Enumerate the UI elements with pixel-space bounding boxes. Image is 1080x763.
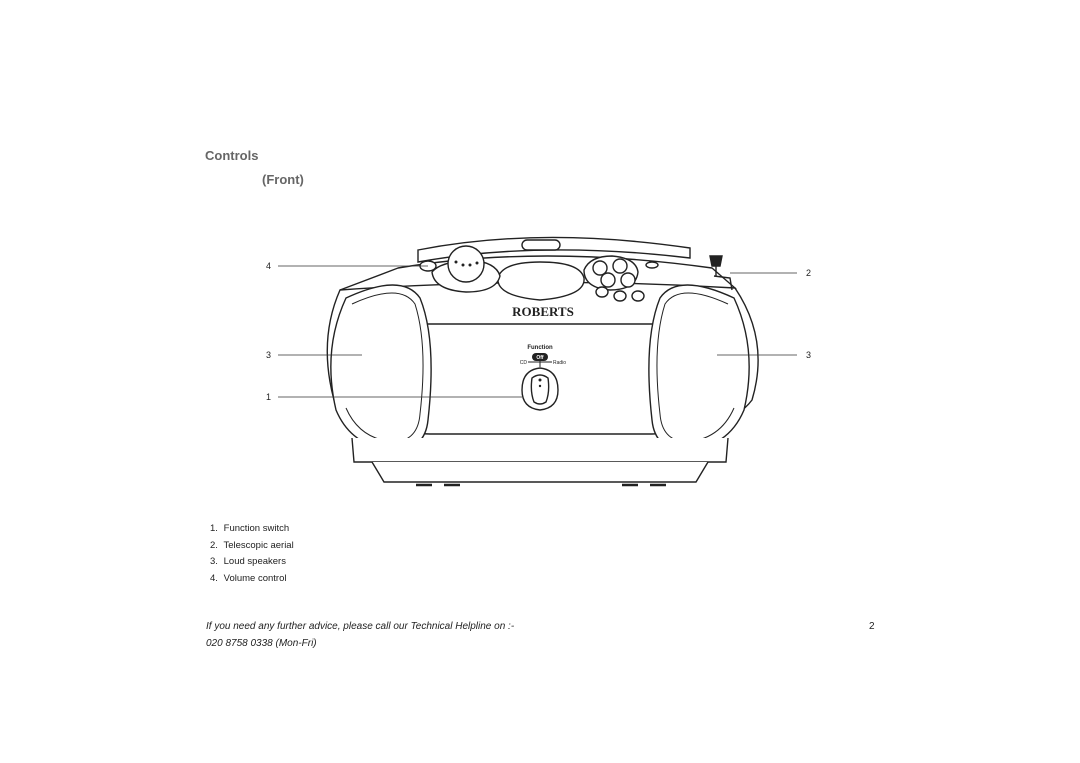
legend-item: 1. Function switch — [210, 523, 290, 534]
callout-number-3-left: 3 — [266, 350, 271, 360]
helpline-number: 020 8758 0338 (Mon-Fri) — [206, 638, 317, 649]
legend-item: 3. Loud speakers — [210, 556, 286, 567]
function-label: Function — [527, 345, 553, 351]
callout-number-3-right: 3 — [806, 350, 811, 360]
switch-radio-label: Radio — [553, 360, 566, 366]
switch-off-label: Off — [536, 355, 544, 361]
legend-item: 2. Telescopic aerial — [210, 539, 294, 551]
switch-cd-label: CD — [520, 360, 528, 366]
helpline-text: If you need any further advice, please c… — [206, 621, 515, 632]
callout-number-2: 2 — [806, 268, 811, 278]
view-title: (Front) — [262, 172, 304, 187]
brand-logo: ROBERTS — [512, 304, 574, 319]
page-number: 2 — [869, 621, 875, 632]
helpline-footer: If you need any further advice, please c… — [206, 618, 514, 652]
callout-number-4: 4 — [266, 261, 271, 271]
controls-legend: 1. Function switch 2. Telescopic aerial … — [210, 521, 294, 587]
section-title: Controls — [205, 148, 259, 163]
callout-number-1: 1 — [266, 392, 271, 402]
legend-item: 4. Volume control — [210, 572, 287, 584]
